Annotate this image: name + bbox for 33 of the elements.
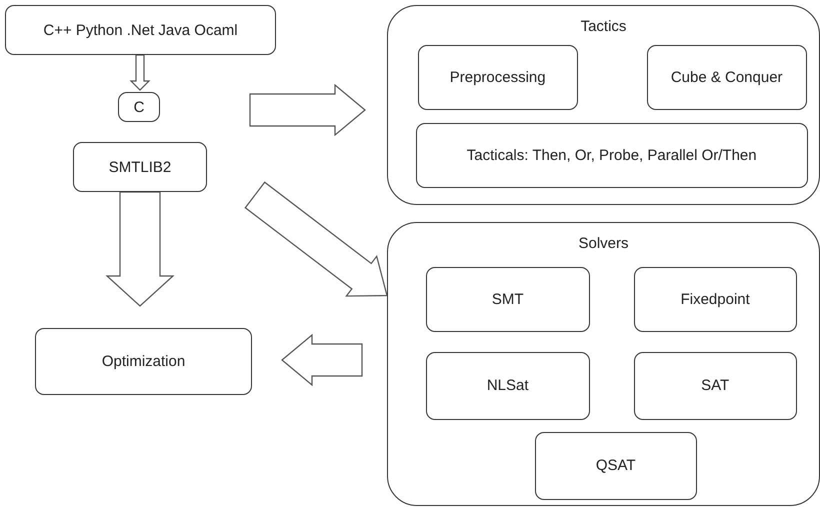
block-arrow [281, 334, 363, 386]
box-label: QSAT [596, 457, 636, 474]
box-label: C++ Python .Net Java Ocaml [43, 22, 238, 38]
box-label: Optimization [102, 353, 186, 370]
group-container [387, 222, 820, 506]
box-label: SMT [492, 290, 524, 308]
process-box [426, 352, 590, 420]
process-box [418, 44, 578, 110]
process-box [118, 92, 160, 122]
block-arrow [249, 84, 366, 136]
block-arrow [244, 181, 388, 297]
process-box [73, 142, 207, 192]
process-box [634, 266, 797, 332]
process-box [35, 328, 252, 395]
process-box [426, 266, 590, 332]
box-label: Preprocessing [450, 68, 546, 86]
process-box [416, 122, 808, 188]
block-arrow [130, 54, 150, 91]
box-label: Fixedpoint [680, 290, 750, 308]
box-label: SAT [701, 377, 730, 394]
group-title: Solvers [577, 235, 630, 252]
process-box [534, 432, 697, 500]
process-box [646, 44, 807, 110]
process-box [634, 352, 797, 420]
group-title: Tactics [580, 18, 628, 35]
box-label: C [134, 98, 144, 116]
group-container [387, 5, 820, 205]
process-box [5, 5, 276, 55]
block-arrow [105, 191, 175, 307]
box-label: NLSat [486, 377, 529, 394]
box-label: SMTLIB2 [108, 158, 172, 176]
box-label: Tacticals: Then, Or, Probe, Parallel Or/Then [466, 146, 757, 164]
box-label: Cube & Conquer [670, 68, 783, 86]
